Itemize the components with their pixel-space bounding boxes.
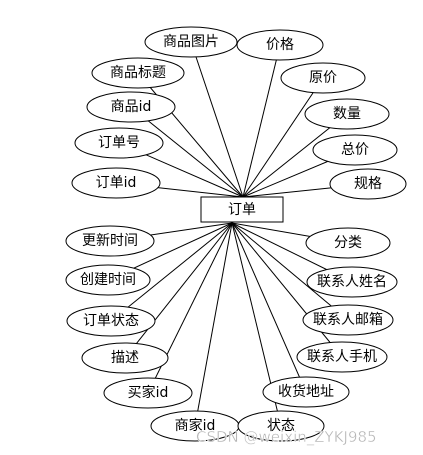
connector-line (124, 222, 233, 359)
attribute-product-image: 商品图片 (144, 26, 238, 58)
attribute-total-price: 总价 (312, 134, 398, 166)
connector-line (194, 222, 233, 427)
connector-line (242, 77, 324, 198)
attribute-status: 状态 (237, 410, 325, 442)
attribute-ellipse (71, 167, 161, 199)
attribute-ellipse (144, 26, 238, 58)
attribute-label: 商品图片 (163, 34, 219, 50)
attribute-label: 状态 (267, 418, 295, 434)
attribute-ellipse (65, 264, 151, 296)
connector-line (147, 222, 233, 394)
connector-line (231, 222, 307, 393)
entity-order: 订单 (200, 196, 284, 223)
attribute-quantity: 数量 (304, 98, 390, 130)
attribute-contact-email: 联系人邮箱 (302, 304, 394, 336)
attribute-ellipse (237, 410, 325, 442)
attribute-product-title: 商品标题 (91, 57, 185, 89)
attribute-create-time: 创建时间 (65, 264, 151, 296)
attribute-label: 总价 (341, 142, 369, 158)
attribute-label: 原价 (309, 70, 337, 86)
attribute-label: 商品标题 (110, 65, 166, 81)
attribute-ellipse (262, 376, 350, 408)
attribute-label: 联系人手机 (307, 349, 377, 365)
connector-line (190, 41, 244, 198)
attribute-ellipse (312, 134, 398, 166)
attribute-description: 描述 (81, 342, 169, 374)
attribute-ellipse (296, 341, 388, 373)
attribute-ellipse (103, 377, 193, 409)
attribute-contact-phone: 联系人手机 (296, 341, 388, 373)
attribute-ellipse (81, 342, 169, 374)
attribute-buyer-id: 买家id (103, 377, 193, 409)
attribute-specification: 规格 (329, 168, 407, 200)
attribute-ellipse (304, 98, 390, 130)
attribute-order-id: 订单id (71, 167, 161, 199)
attribute-label: 订单id (96, 175, 137, 191)
attribute-label: 商家id (175, 417, 216, 434)
attribute-product-id: 商品id (86, 91, 176, 123)
attribute-label: 订单状态 (83, 313, 139, 329)
attribute-ellipse (86, 91, 176, 123)
attribute-label: 描述 (111, 350, 139, 366)
attribute-ellipse (74, 127, 164, 159)
entity-box (200, 196, 284, 223)
attribute-order-status: 订单状态 (66, 305, 156, 337)
attribute-label: 数量 (333, 106, 361, 122)
attribute-shipping-address: 收货地址 (262, 376, 350, 408)
connector-line (231, 222, 343, 358)
attribute-label: 规格 (354, 176, 382, 192)
attribute-merchant-id: 商家id (150, 410, 240, 442)
connector-line (137, 72, 244, 198)
attribute-category: 分类 (305, 227, 391, 259)
attribute-label: 价格 (266, 37, 294, 53)
attribute-label: 创建时间 (80, 272, 136, 288)
connector-line (242, 44, 281, 198)
attribute-label: 更新时间 (82, 233, 138, 249)
attribute-label: 联系人邮箱 (313, 312, 383, 328)
attribute-price: 价格 (236, 29, 324, 61)
attribute-label: 订单号 (98, 135, 140, 151)
attribute-ellipse (280, 62, 366, 94)
attribute-ellipse (236, 29, 324, 61)
attribute-original-price: 原价 (280, 62, 366, 94)
attribute-label: 收货地址 (278, 383, 334, 400)
attribute-contact-name: 联系人姓名 (306, 266, 398, 298)
attribute-label: 商品id (111, 99, 152, 115)
connector-line (110, 222, 233, 322)
attribute-label: 分类 (334, 235, 362, 251)
attribute-label: 联系人姓名 (317, 274, 387, 290)
attribute-label: 买家id (128, 384, 169, 401)
connector-line (231, 222, 349, 321)
watermark-text: CSDN @weixin_ZYKJ985 (196, 428, 377, 447)
attribute-ellipse (91, 57, 185, 89)
attribute-ellipse (65, 225, 155, 257)
attribute-ellipse (305, 227, 391, 259)
attribute-ellipse (302, 304, 394, 336)
connector-line (130, 106, 244, 198)
attribute-update-time: 更新时间 (65, 225, 155, 257)
attribute-ellipse (306, 266, 398, 298)
attribute-order-number: 订单号 (74, 127, 164, 159)
attribute-ellipse (66, 305, 156, 337)
entity-label: 订单 (228, 202, 256, 218)
attribute-ellipse (329, 168, 407, 200)
